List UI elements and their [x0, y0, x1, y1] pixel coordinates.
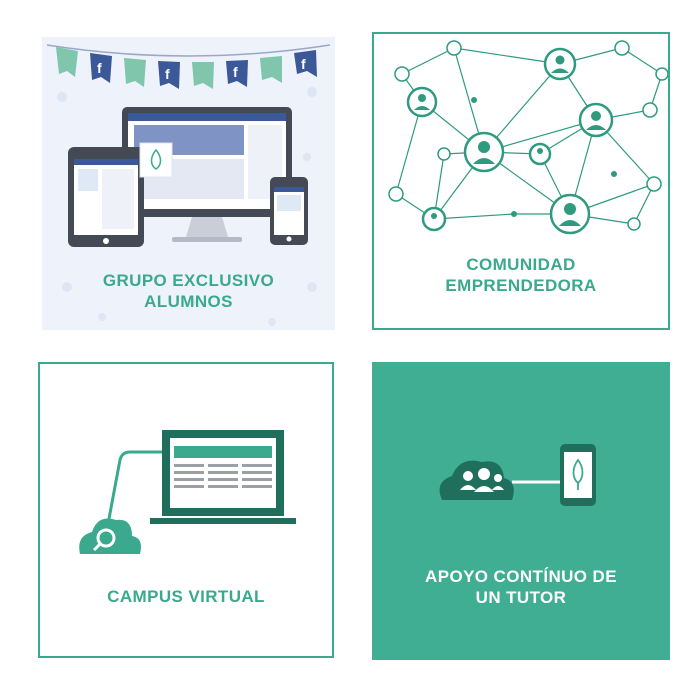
svg-text:f: f: [165, 66, 170, 82]
card-title-line: APOYO CONTÍNUO DE: [425, 567, 617, 586]
card-apoyo-tutor[interactable]: APOYO CONTÍNUO DE UN TUTOR: [372, 362, 670, 660]
card-comunidad-emprendedora[interactable]: COMUNIDAD EMPRENDEDORA: [372, 32, 670, 330]
card-title-line: GRUPO EXCLUSIVO: [102, 271, 275, 290]
card-title-line: UN TUTOR: [475, 588, 567, 607]
svg-text:f: f: [97, 60, 102, 76]
card-title: CAMPUS VIRTUAL: [40, 586, 332, 607]
cloud-group-icon: [439, 460, 514, 500]
card-title: APOYO CONTÍNUO DE UN TUTOR: [372, 566, 670, 608]
card-campus-virtual[interactable]: CAMPUS VIRTUAL: [38, 362, 334, 658]
cloud-phone-illustration: [439, 444, 596, 506]
card-title-line: ALUMNOS: [144, 292, 233, 311]
card-title: COMUNIDAD EMPRENDEDORA: [374, 254, 668, 296]
card-title: GRUPO EXCLUSIVO ALUMNOS: [42, 270, 335, 312]
smartphone-icon: [560, 444, 596, 506]
smartphone-icon: [270, 177, 308, 245]
laptop-cloud-search-illustration: [79, 430, 296, 554]
svg-text:f: f: [233, 64, 238, 80]
card-title-line: EMPRENDEDORA: [445, 276, 597, 295]
cloud-search-icon: [79, 518, 141, 554]
svg-text:f: f: [301, 56, 306, 72]
laptop-icon: [150, 430, 296, 524]
network-people-illustration: [388, 40, 668, 235]
person-node-icon: [406, 47, 614, 235]
card-title-line: CAMPUS VIRTUAL: [107, 587, 265, 606]
tablet-icon: [68, 147, 144, 247]
card-title-line: COMUNIDAD: [466, 255, 576, 274]
